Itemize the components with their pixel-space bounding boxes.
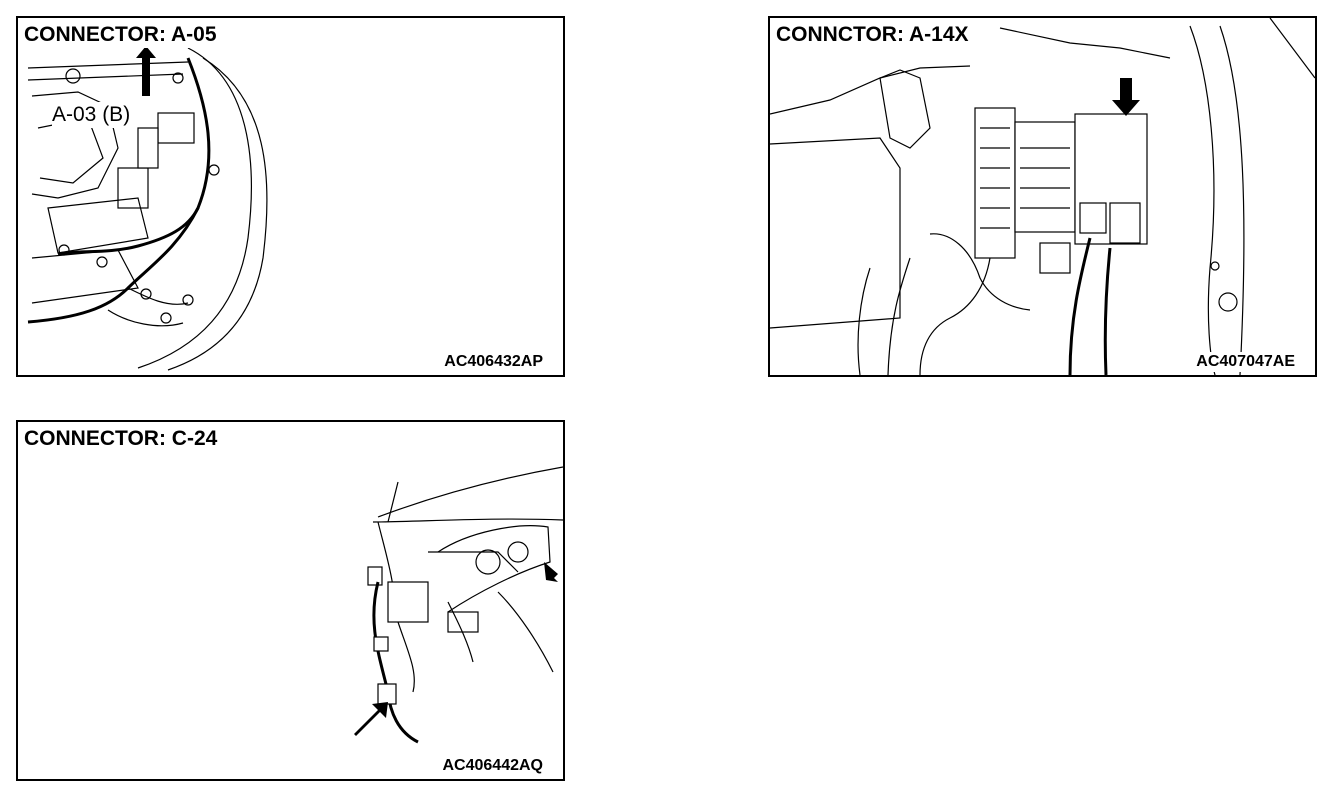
arrow-icon (544, 562, 558, 582)
instrument-panel-illustration (354, 466, 563, 744)
panel-title: CONNECTOR: C-24 (24, 426, 222, 452)
panel-title: CONNCTOR: A-14X (776, 22, 973, 48)
panel-title: CONNECTOR: A-05 (24, 22, 221, 48)
arrow-icon (354, 702, 388, 736)
figure-code: AC406442AQ (442, 756, 543, 776)
diagram-panel-c24: CONNECTOR: C-24 AC406442AQ (16, 420, 565, 781)
arrow-icon (136, 46, 156, 96)
callout-label: A-03 (B) (52, 102, 131, 128)
diagram-panel-a14x: CONNCTOR: A-14X AC407047AE (768, 16, 1317, 377)
arrow-icon (1112, 78, 1140, 116)
figure-code: AC407047AE (1196, 352, 1295, 372)
diagram-panel-a05: CONNECTOR: A-05 A-03 (B) AC406432AP (16, 16, 565, 377)
figure-code: AC406432AP (444, 352, 543, 372)
engine-bay-illustration (27, 46, 268, 371)
fuse-box-illustration (770, 18, 1315, 375)
